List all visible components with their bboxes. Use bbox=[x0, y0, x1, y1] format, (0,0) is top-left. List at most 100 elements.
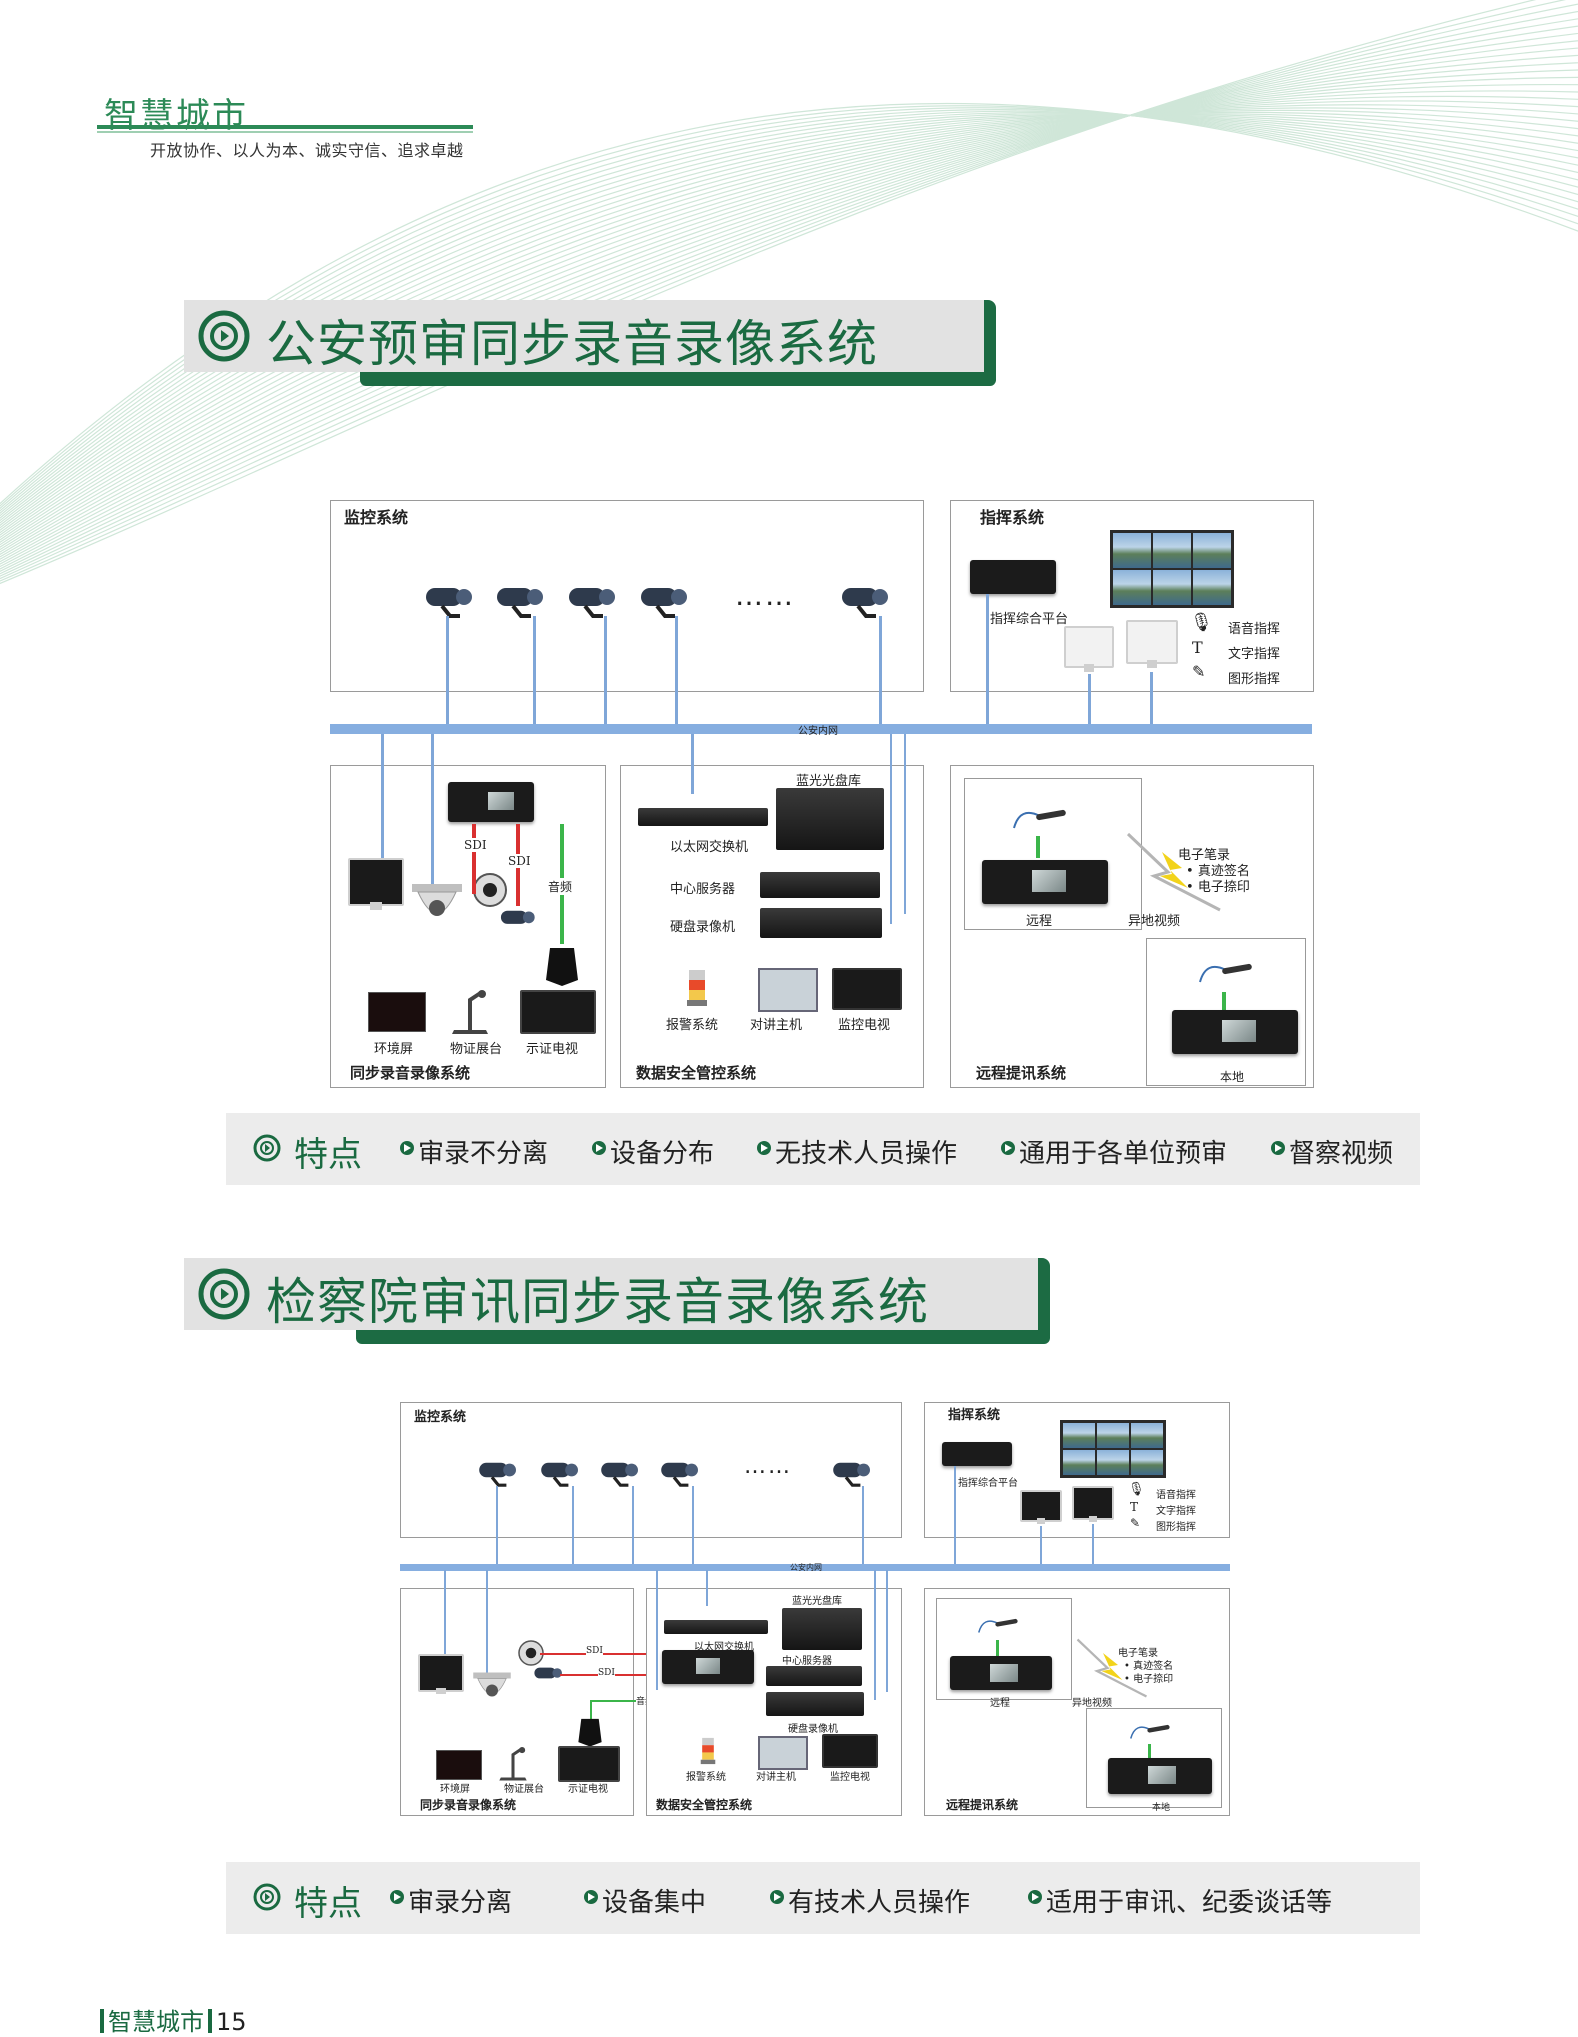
features-band: 特点 审录分离 设备集中 有技术人员操作 适用于审讯、纪委谈话等 bbox=[226, 1862, 1420, 1934]
swoosh-line bbox=[0, 95, 1578, 548]
command-platform-device bbox=[942, 1442, 1012, 1466]
camera-icon bbox=[661, 1462, 698, 1487]
evidence-stand-label: 物证展台 bbox=[450, 1042, 503, 1057]
feature-item: 有技术人员操作 bbox=[769, 1882, 970, 1919]
remote-inner-box bbox=[964, 778, 1142, 930]
swoosh-line bbox=[0, 105, 1578, 507]
audio-line bbox=[996, 1640, 999, 1656]
central-server-label: 中心服务器 bbox=[782, 1656, 832, 1667]
connector bbox=[904, 734, 906, 914]
connector bbox=[692, 1486, 694, 1568]
network-bus bbox=[400, 1564, 1230, 1571]
e-fingerprint-text: 电子捺印 bbox=[1133, 1674, 1174, 1685]
monitor-icon bbox=[348, 858, 404, 914]
microphone-icon bbox=[546, 948, 578, 986]
swoosh-line bbox=[0, 84, 1578, 553]
data-security-label: 数据安全管控系统 bbox=[636, 1064, 757, 1082]
graphic-command-label: 图形指挥 bbox=[1156, 1522, 1196, 1533]
video-wall bbox=[1110, 530, 1234, 608]
evidence-stand-icon bbox=[452, 990, 488, 1034]
swoosh-line bbox=[0, 107, 1578, 510]
monitor-icon bbox=[1072, 1486, 1114, 1524]
intercom-host-device bbox=[758, 968, 818, 1012]
alarm-light-icon bbox=[700, 1737, 716, 1765]
camera-icon bbox=[842, 588, 888, 618]
camera-icon bbox=[569, 588, 615, 618]
local-label: 本地 bbox=[1152, 1803, 1171, 1813]
connector bbox=[446, 616, 449, 728]
command-platform-device bbox=[970, 560, 1056, 594]
command-system-label: 指挥系统 bbox=[948, 1408, 1001, 1423]
feature-item: 无技术人员操作 bbox=[756, 1133, 957, 1170]
footer-brand: 智慧城市 bbox=[108, 2008, 204, 2036]
alarm-light-icon bbox=[687, 970, 707, 1006]
alarm-system-label: 报警系统 bbox=[686, 1772, 726, 1783]
central-server-label: 中心服务器 bbox=[670, 882, 736, 897]
title-accent-side bbox=[984, 300, 996, 386]
e-fingerprint-label: • 电子捺印 bbox=[1124, 1674, 1174, 1685]
camera-icon bbox=[534, 1667, 562, 1679]
page-number: 15 bbox=[216, 2008, 247, 2036]
connector bbox=[496, 1486, 498, 1568]
section-title-bar: 检察院审讯同步录音录像系统 bbox=[184, 1258, 1050, 1344]
swoosh-line bbox=[0, 114, 1578, 527]
swoosh-line bbox=[0, 0, 1537, 585]
ellipsis: …… bbox=[744, 1454, 792, 1479]
feature-item: 通用于各单位预审 bbox=[1000, 1133, 1227, 1170]
ethernet-switch-device bbox=[664, 1620, 768, 1634]
text-icon: T bbox=[1130, 1500, 1139, 1514]
swoosh-line bbox=[0, 102, 1578, 505]
env-screen-device bbox=[436, 1750, 482, 1780]
e-fingerprint-text: 电子捺印 bbox=[1197, 880, 1250, 895]
footer-bar bbox=[208, 2009, 212, 2033]
camera-icon bbox=[601, 1462, 638, 1487]
background-swoosh-lines bbox=[0, 0, 1578, 585]
sdi-line bbox=[540, 1653, 668, 1655]
camera-icon bbox=[426, 588, 472, 618]
swoosh-line bbox=[0, 114, 1578, 531]
display-tv-icon bbox=[520, 990, 596, 1036]
connector bbox=[886, 1570, 888, 1692]
swoosh-line bbox=[0, 90, 1578, 551]
circle-play-icon bbox=[253, 1883, 281, 1911]
swoosh-line bbox=[0, 40, 1578, 568]
remote-label: 远程 bbox=[990, 1698, 1010, 1709]
hdd-recorder-label: 硬盘录像机 bbox=[670, 920, 736, 935]
lightning-icon bbox=[1076, 1638, 1148, 1698]
connector bbox=[1040, 1526, 1042, 1568]
lightning-icon bbox=[1126, 832, 1221, 912]
central-server-device bbox=[760, 872, 880, 898]
e-pen-icon bbox=[1199, 963, 1252, 983]
features-label: 特点 bbox=[294, 1884, 362, 1924]
connector bbox=[381, 734, 384, 884]
intercom-host-label: 对讲主机 bbox=[750, 1018, 803, 1033]
connector bbox=[706, 1570, 708, 1606]
connector bbox=[533, 616, 536, 728]
network-label: 公安内网 bbox=[798, 726, 838, 737]
connector bbox=[486, 1570, 488, 1690]
circle-play-icon bbox=[198, 310, 250, 362]
connector bbox=[1088, 674, 1091, 728]
mic-icon: 🎙 bbox=[1190, 612, 1213, 633]
display-tv-label: 示证电视 bbox=[568, 1784, 608, 1795]
feature-item: 审录不分离 bbox=[399, 1133, 548, 1170]
swoosh-line bbox=[0, 100, 1578, 546]
recorder-device bbox=[662, 1650, 754, 1684]
draw-icon: ✎ bbox=[1192, 662, 1206, 681]
local-inner-box bbox=[1086, 1708, 1222, 1808]
connector bbox=[444, 1570, 446, 1680]
recorder-device bbox=[448, 782, 534, 822]
graphic-command-label: 图形指挥 bbox=[1228, 672, 1281, 687]
sdi-label: SDI bbox=[586, 1646, 603, 1656]
section-title: 检察院审讯同步录音录像系统 bbox=[266, 1273, 929, 1331]
ellipsis: …… bbox=[735, 579, 795, 612]
ethernet-switch-label: 以太网交换机 bbox=[670, 840, 749, 855]
remote-system-label: 远程提讯系统 bbox=[946, 1798, 1019, 1812]
audio-line bbox=[1222, 992, 1226, 1010]
connector bbox=[879, 616, 882, 728]
brand-underline bbox=[97, 125, 473, 129]
features-label: 特点 bbox=[294, 1135, 362, 1175]
hdd-recorder-device bbox=[760, 908, 882, 938]
footer-bar bbox=[100, 2009, 104, 2033]
feature-item: 设备集中 bbox=[583, 1882, 706, 1919]
